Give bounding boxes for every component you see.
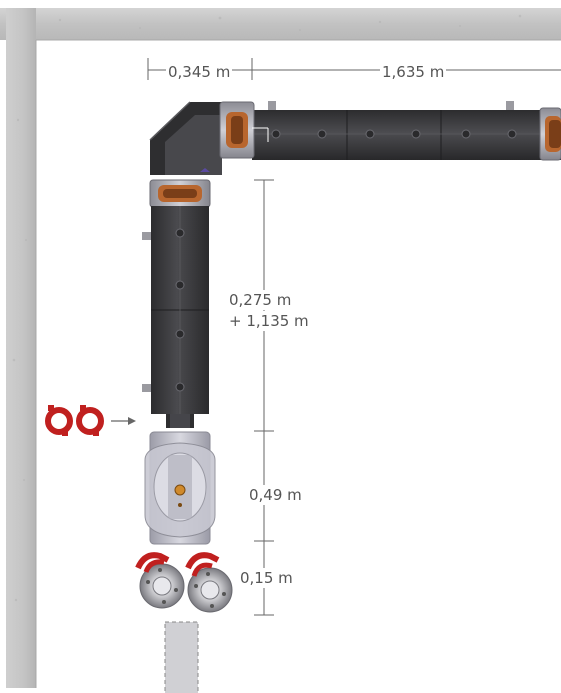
flange-right (539, 107, 561, 161)
dimension-label-top-right: 1,635 m (380, 62, 447, 82)
flange-elbow-horizontal (219, 101, 269, 159)
wall (0, 8, 561, 688)
dimension-label-vertical-2: + 1,135 m (227, 311, 311, 331)
dimension-vertical (254, 179, 274, 616)
dimension-label-vertical-mid: 0,49 m (247, 485, 304, 505)
dimension-label-top-left: 0,345 m (166, 62, 233, 82)
flange-elbow-vertical (149, 179, 211, 208)
horizontal-pipe (252, 101, 561, 160)
flange-adapter-icon (135, 552, 233, 613)
vertical-pipe (142, 206, 209, 428)
grooved-coupling-icon (45, 405, 104, 436)
arrow-right-icon (111, 417, 136, 425)
elbow (149, 101, 222, 175)
outlet-pipe-outline (164, 621, 199, 693)
valve-icon (144, 431, 216, 545)
dimension-label-vertical-bottom: 0,15 m (238, 568, 295, 588)
dimension-label-vertical-1: 0,275 m (227, 290, 294, 310)
